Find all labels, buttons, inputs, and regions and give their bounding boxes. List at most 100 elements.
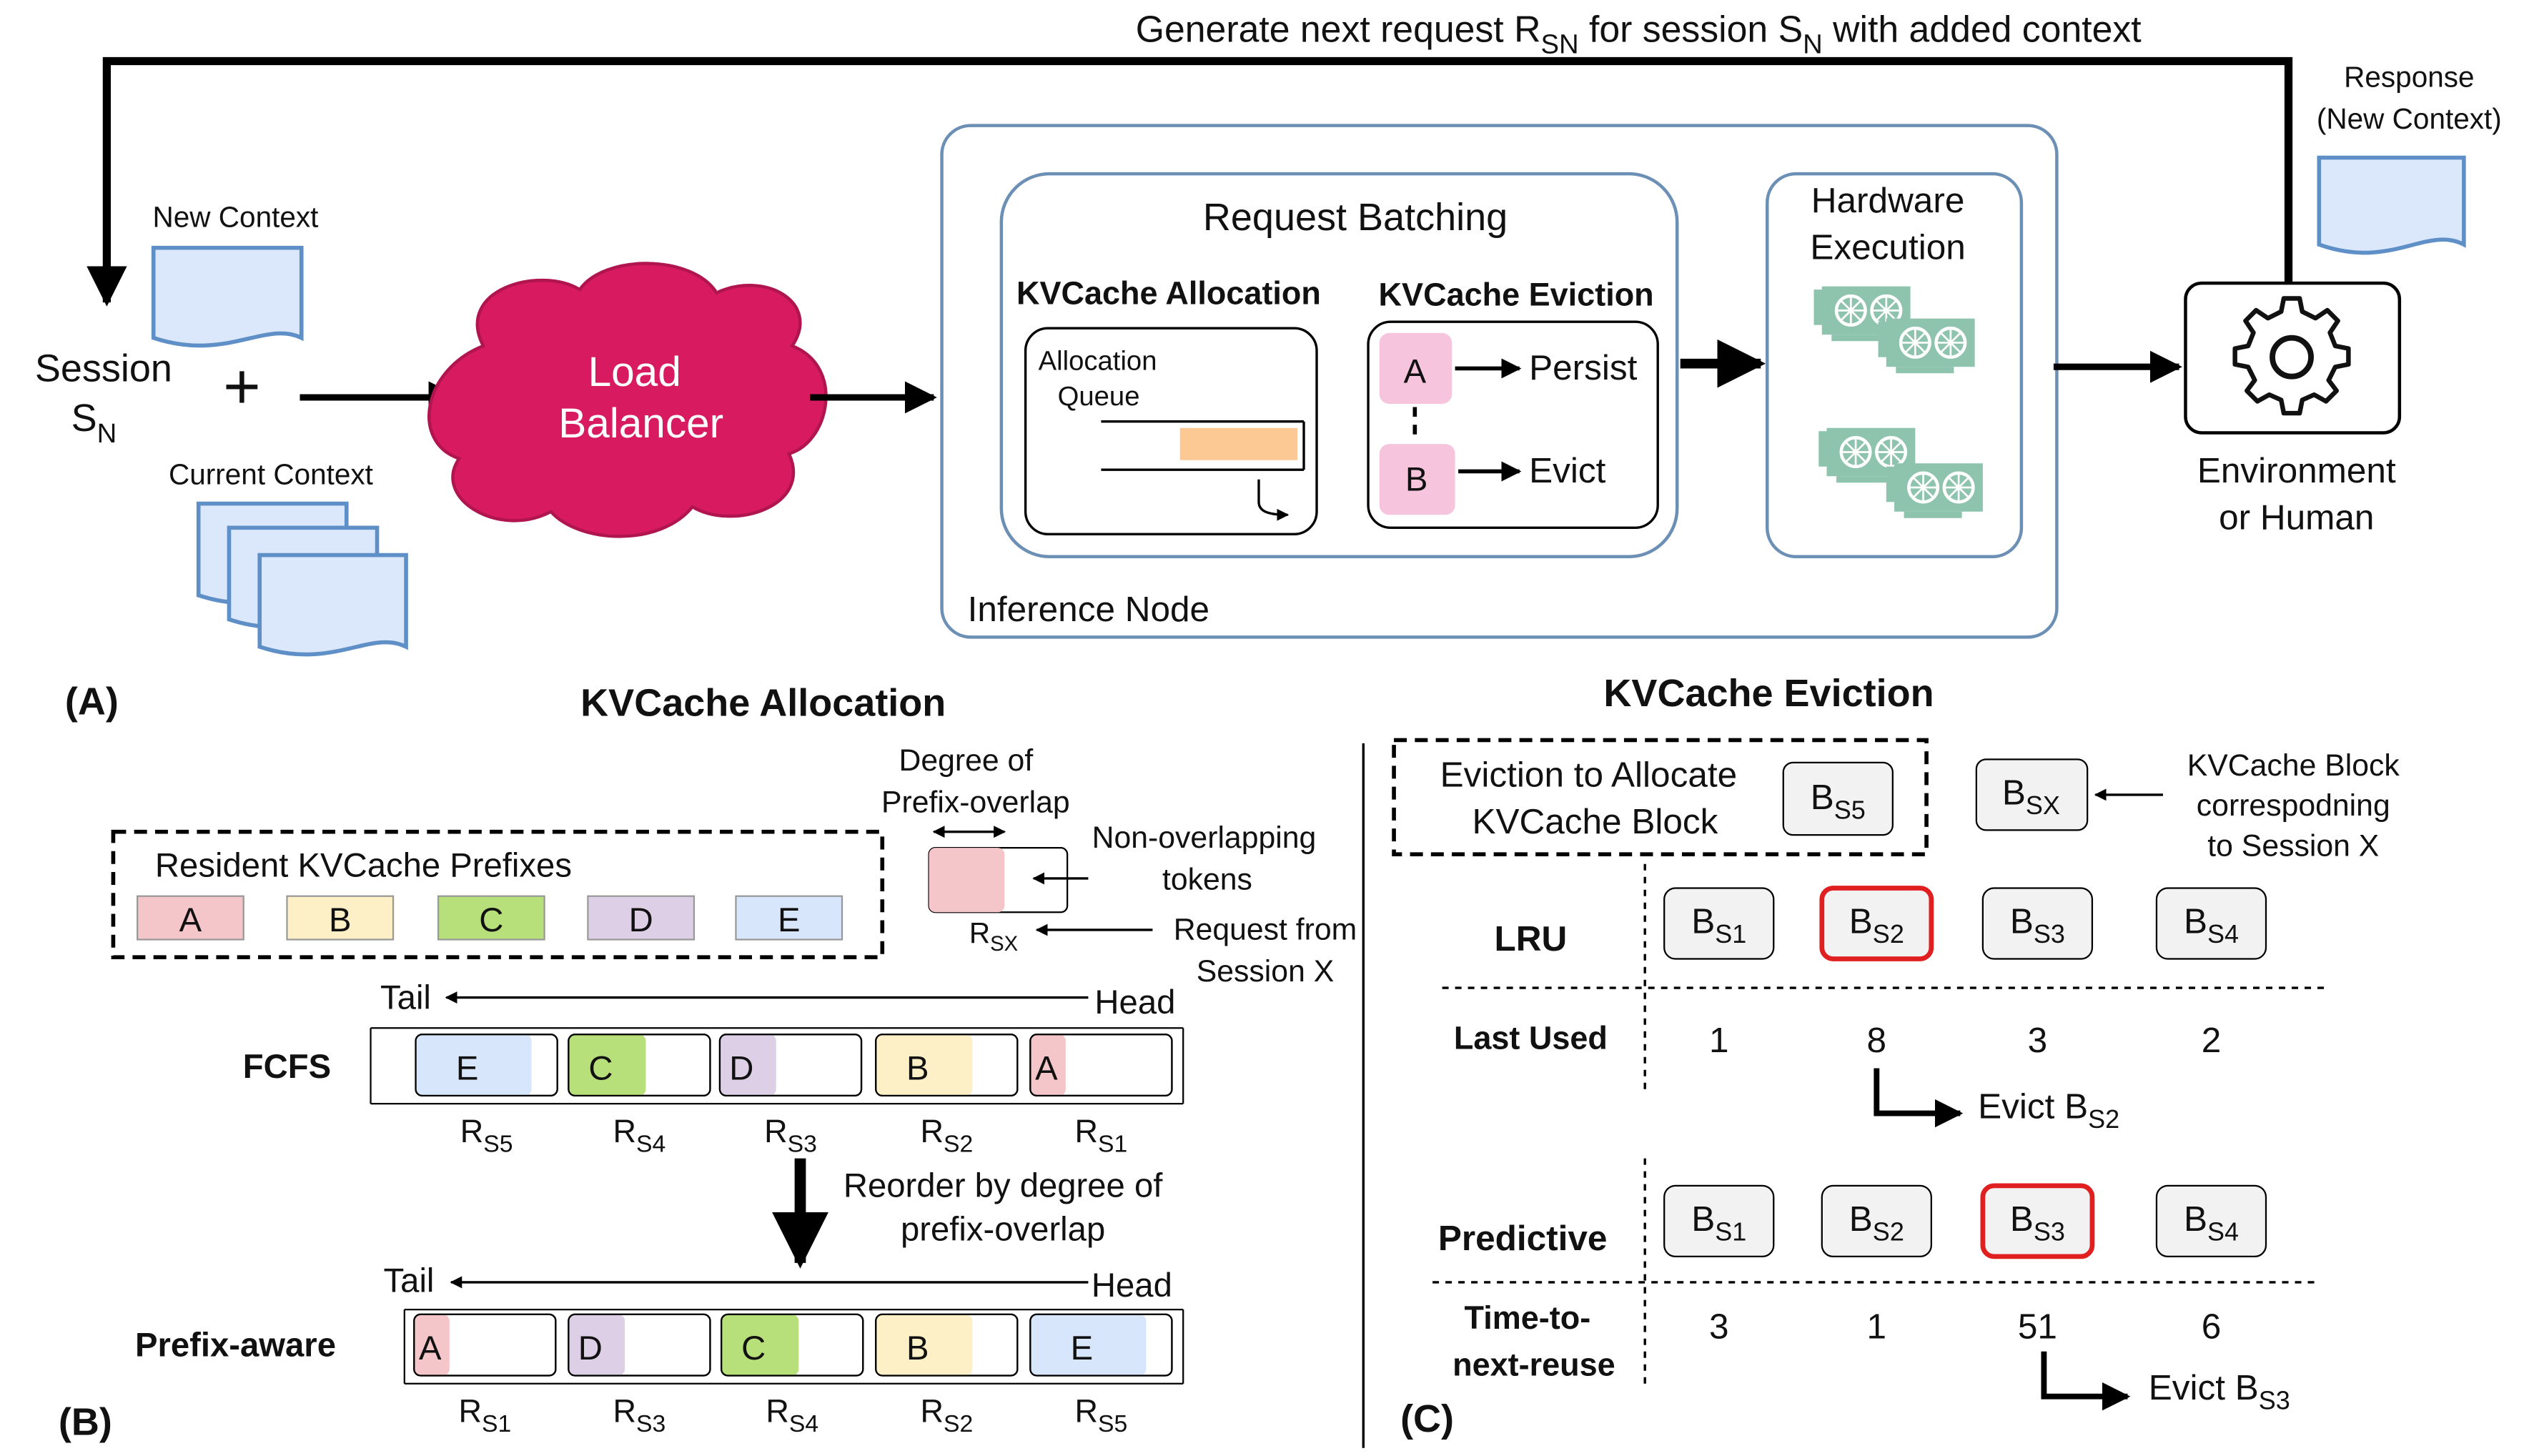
resident-prefixes-title: Resident KVCache Prefixes: [155, 847, 572, 885]
current-context-label: Current Context: [169, 457, 373, 490]
block-b-label: B: [1405, 461, 1428, 499]
kv-eviction-title: KVCache Eviction: [1379, 277, 1654, 313]
inference-node-label: Inference Node: [968, 590, 1209, 629]
resident-prefixes-box: [111, 829, 885, 960]
panel-a-label: (A): [65, 680, 119, 723]
request-block-label: C: [588, 1049, 613, 1087]
request-overlap-fill: [719, 1034, 776, 1096]
metric-value: 3: [2028, 1021, 2048, 1060]
panel-a: Generate next request RSN for session SN…: [35, 9, 2502, 723]
kv-block-label: BS4: [2184, 901, 2239, 949]
block-bs5-label: BS5: [1811, 778, 1866, 825]
session-label: Session: [35, 347, 172, 390]
kv-block: [1821, 1184, 1932, 1258]
request-overlap-fill: [876, 1314, 973, 1376]
request-block-outline: [721, 1313, 864, 1377]
request-block-label: A: [1035, 1049, 1058, 1087]
kv-block: [1819, 886, 1934, 961]
reorder-label: Reorder by degree of: [843, 1167, 1163, 1205]
load-balancer-label-2: Balancer: [558, 400, 723, 447]
request-block-outline: [413, 1313, 557, 1377]
block-note-label: KVCache Block: [2187, 748, 2400, 783]
prefix-swatch: [137, 895, 244, 941]
request-id-label: RS4: [766, 1393, 818, 1438]
kv-block-label: BS3: [2010, 1199, 2065, 1247]
request-overlap-fill: [414, 1314, 450, 1376]
response-label-2: (New Context): [2317, 102, 2502, 135]
fcfs-tail-label: Tail: [380, 979, 431, 1016]
request-from-label-2: Session X: [1197, 954, 1334, 989]
panel-c: KVCache Eviction Eviction to Allocate KV…: [1392, 672, 2400, 1440]
request-block-outline: [415, 1034, 558, 1096]
document-icon: [2317, 155, 2466, 255]
degree-label: Degree of: [899, 743, 1033, 778]
request-overlap-fill: [1030, 1034, 1066, 1096]
response-label: Response: [2344, 61, 2474, 94]
prefix-swatch: [437, 895, 545, 941]
kv-block: [2155, 887, 2267, 960]
request-batching-title: Request Batching: [1203, 196, 1508, 239]
lru-label: LRU: [1495, 919, 1568, 959]
evict-to-allocate-label: Eviction to Allocate: [1440, 756, 1737, 795]
allocation-queue-box: [1024, 327, 1318, 535]
request-block-outline: [1029, 1313, 1173, 1377]
request-id-label: RS1: [1075, 1113, 1128, 1158]
request-block-label: C: [741, 1329, 766, 1367]
ttnr-label-2: next-reuse: [1452, 1346, 1615, 1382]
request-block-label: E: [1071, 1329, 1094, 1367]
request-overlap-fill: [568, 1034, 646, 1096]
evict-pred-arrow: [2041, 1351, 2131, 1411]
kv-block: [1663, 887, 1775, 960]
kv-block-label: BS4: [2184, 1199, 2239, 1247]
last-used-label: Last Used: [1454, 1020, 1608, 1056]
feedback-label: Generate next request RSN for session SN…: [1136, 9, 2142, 60]
prefix-swatch-label: A: [179, 901, 202, 939]
prefix-aware-label: Prefix-aware: [135, 1326, 336, 1364]
kv-allocation-title: KVCache Allocation: [1016, 274, 1321, 311]
prefix-swatch: [735, 895, 843, 941]
request-id-label: RS1: [458, 1393, 511, 1438]
environment-box: [2184, 281, 2402, 435]
block-bs5: [1782, 761, 1894, 836]
kv-block-label: BS2: [1849, 901, 1904, 949]
reorder-label-2: prefix-overlap: [901, 1210, 1105, 1248]
kv-block-label: BS1: [1691, 1199, 1746, 1247]
environment-label: Environment: [2197, 451, 2396, 490]
kv-block-label: BS3: [2010, 901, 2065, 949]
prefix-swatch-label: B: [329, 901, 352, 939]
evict-lru-arrow: [1874, 1068, 1964, 1128]
prefix-swatch-label: D: [629, 901, 653, 939]
panel-b-title: KVCache Allocation: [580, 682, 946, 725]
predictive-label: Predictive: [1438, 1219, 1608, 1258]
request-overlap-fill: [721, 1314, 799, 1376]
request-block-label: B: [906, 1329, 929, 1367]
pa-tail-label: Tail: [384, 1262, 435, 1299]
degree-label-2: Prefix-overlap: [881, 786, 1070, 820]
prefix-swatch: [587, 895, 696, 941]
panel-c-title: KVCache Eviction: [1603, 672, 1934, 715]
request-overlap-fill: [415, 1034, 532, 1096]
block-note-label-2: correspodning: [2197, 788, 2390, 823]
pa-head-label: Head: [1092, 1267, 1172, 1304]
load-balancer-label: Load: [588, 349, 681, 395]
request-id-label: RS2: [920, 1393, 973, 1438]
ttnr-label: Time-to-: [1465, 1299, 1591, 1336]
allocation-queue-label: Allocation: [1039, 346, 1157, 377]
prefix-swatch-label: E: [778, 901, 801, 939]
queue-bar: [1179, 427, 1298, 460]
fcfs-label: FCFS: [243, 1048, 331, 1086]
cloud-icon: [427, 262, 828, 538]
request-block-outline: [568, 1313, 711, 1377]
metric-value: 3: [1709, 1307, 1729, 1347]
request-block-outline: [568, 1034, 711, 1096]
kv-block: [2155, 1184, 2267, 1258]
fcfs-head-label: Head: [1094, 984, 1175, 1021]
block-a: [1379, 332, 1452, 404]
document-icon: [257, 553, 408, 657]
